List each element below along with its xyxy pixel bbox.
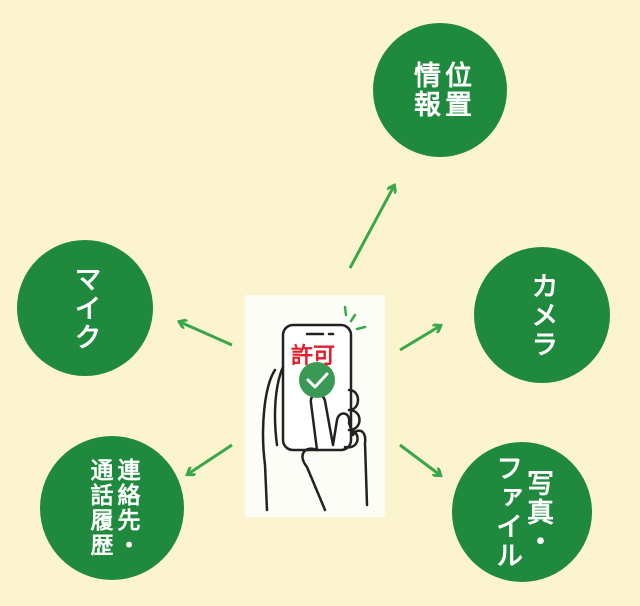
contacts-line-1: 連絡先・: [113, 458, 139, 558]
camera-label: カメラ: [526, 271, 558, 359]
arrow-to-camera: [399, 326, 440, 352]
arrow-to-microphone: [180, 322, 233, 347]
arrow-to-photos: [399, 443, 440, 475]
photos-line-1: 写真・: [522, 468, 553, 556]
permission-photos-files: 写真・ ファイル: [452, 442, 592, 582]
permission-location: 位置 情報: [373, 23, 507, 157]
permission-microphone: マイク: [17, 240, 153, 376]
permission-contacts-call-history: 連絡先・ 通話履歴: [40, 436, 184, 580]
phone-permission-illustration: [245, 295, 385, 517]
arrow-to-contacts: [188, 443, 233, 474]
contacts-line-2: 通話履歴: [86, 458, 112, 558]
photos-line-2: ファイル: [491, 454, 522, 570]
arrow-to-location: [348, 186, 394, 269]
microphone-label: マイク: [69, 264, 101, 352]
permit-label: 許可: [291, 344, 336, 369]
phone-with-check-icon: [261, 305, 369, 512]
permission-camera: カメラ: [474, 247, 610, 383]
location-line-1: 位置: [440, 61, 471, 119]
location-line-2: 情報: [409, 61, 440, 119]
